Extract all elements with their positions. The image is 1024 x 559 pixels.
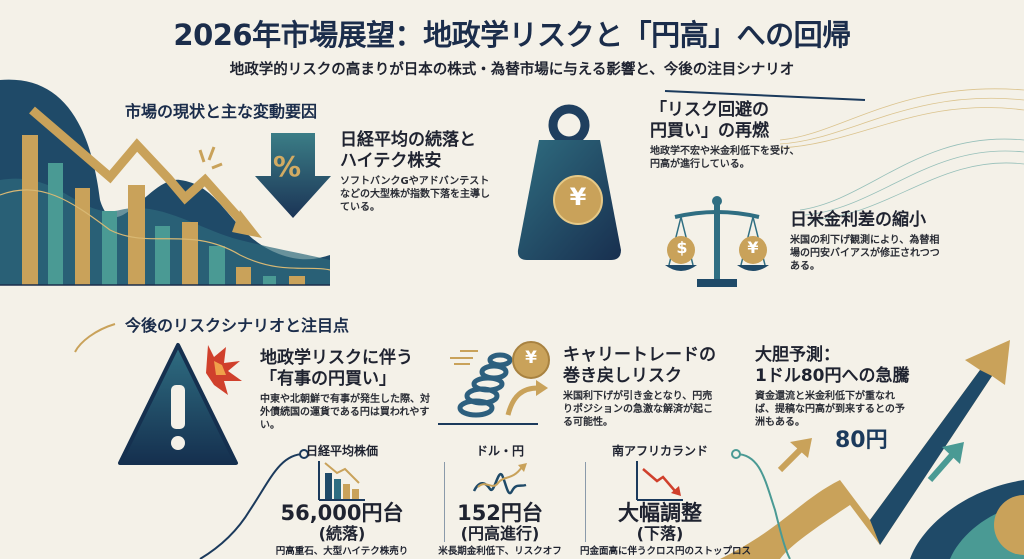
scenario-title-line1: キャリートレードの [563, 345, 716, 365]
yen-symbol: ¥ [569, 183, 587, 211]
yen-symbol-scale: ¥ [747, 238, 759, 257]
connector-curve-left [199, 449, 309, 559]
scenario-body: 資金還流と米金利低下が重なれば、提稿な円高が到来するとの予洲もある。 [755, 391, 905, 428]
info-title-line2: 円買い」の再燃 [650, 121, 769, 141]
stat-value: 56,000円台 [280, 501, 404, 525]
scenario-title-line2: 1ドル80円への急騰 [755, 366, 910, 386]
stat-label: 日経平均株価 [305, 444, 378, 458]
stat-divider [585, 462, 586, 542]
info-body: 米国の利下げ観測により、為替相場の円安バイアスが修正されつつある。 [790, 235, 940, 272]
stat-sub: (続落) [318, 524, 366, 543]
stat-label: 南アフリカランド [611, 444, 708, 458]
info-title-line1: 日米金利差の縮小 [790, 210, 926, 230]
page-subtitle: 地政学的リスクの高まりが日本の株式・為替市場に与える影響と、今後の注目シナリオ [229, 62, 795, 78]
info-block-rate-gap: 日米金利差の縮小 米国の利下げ観測により、為替相場の円安バイアスが修正されつつあ… [790, 210, 940, 273]
scenario-body: 中東や北朝鮮で有事が発生した際、対外債続国の運貨である円は買われやすい。 [260, 394, 430, 431]
section-heading-risk-scenarios: 今後のリスクシナリオと注目点 [125, 316, 350, 335]
stat-note: 円高重石、大型ハイテク株売り [275, 546, 409, 557]
dollar-symbol: $ [676, 238, 688, 257]
stat-value: 大幅調整 [618, 501, 702, 525]
stat-note: 米長期金利低下、リスクオフ [438, 546, 562, 557]
scenario-title-line1: 大胆予測： [755, 345, 840, 365]
decorative-wave-lines [664, 88, 1024, 221]
info-block-yen-buying: 「リスク回避の 円買い」の再燃 地政学不宏や米金利低下を受け、円高が進行している… [650, 100, 800, 171]
wave-line-chart-icon [472, 463, 527, 495]
info-body: ソフトバンクGやアドバンテストなどの大型株が指数下落を主導している。 [340, 176, 490, 213]
scenario-block-carry-unwind: キャリートレードの 巻き戻しリスク 米国利下げが引き金となり、円売りポジションの… [563, 345, 716, 429]
scenario-title-line1: 地政学リスクに伴う [260, 348, 413, 368]
connector-curve-right [731, 449, 791, 559]
stat-nikkei: 日経平均株価 56,000円台 (続落) 円高重石、大型ハイテク株売り [262, 442, 422, 557]
falling-market-chart-illustration [0, 79, 331, 286]
yen-coin-symbol: ¥ [525, 348, 537, 368]
scenario-title-line2: 「有事の円買い」 [260, 369, 396, 389]
page-title: 2026年市場展望：地政学リスクと「円高」への回帰 [173, 18, 851, 52]
section-divider-line [74, 319, 1024, 353]
info-title-line1: 日経平均の続落と [340, 130, 476, 150]
rising-arrows-icon [720, 340, 1024, 559]
line-chart-down-icon [636, 461, 683, 501]
forecast-highlight-value: 80円 [835, 428, 888, 453]
info-block-nikkei-decline: 日経平均の続落と ハイテク株安 ソフトバンクGやアドバンテストなどの大型株が指数… [340, 130, 490, 214]
yen-weight-icon [517, 104, 621, 260]
section-heading-current-market: 市場の現状と主な変動要因 [125, 102, 318, 121]
percent-down-arrow-icon [255, 133, 331, 218]
stat-note: 円金面高に伴うクロス円のストップロス [580, 546, 752, 557]
stat-divider [444, 462, 445, 542]
scenario-body: 米国利下げが引き金となり、円売りポジションの急激な解済が起こる可能性。 [563, 391, 713, 428]
stat-zar: 南アフリカランド 大幅調整 (下落) 円金面高に伴うクロス円のストップロス [580, 442, 752, 557]
info-title-line2: ハイテク株安 [340, 151, 442, 171]
info-title-line1: 「リスク回避の [650, 100, 769, 120]
stat-value: 152円台 [457, 501, 543, 525]
spring-coin-icon [438, 341, 550, 425]
percent-symbol: % [273, 150, 302, 183]
bar-chart-down-icon [318, 461, 365, 501]
stat-sub: (円高進行) [460, 524, 540, 543]
balance-scale-icon [665, 196, 769, 287]
stat-sub: (下落) [636, 524, 684, 543]
scenario-block-yen-buying-crisis: 地政学リスクに伴う 「有事の円買い」 中東や北朝鮮で有事が発生した際、対外債続国… [260, 348, 435, 432]
scenario-title-line2: 巻き戻しリスク [563, 366, 682, 386]
stat-usdjpy: ドル・円 152円台 (円高進行) 米長期金利低下、リスクオフ [420, 442, 580, 557]
warning-icon [118, 343, 242, 465]
stat-label: ドル・円 [475, 444, 524, 458]
info-body: 地政学不宏や米金利低下を受け、円高が進行している。 [650, 146, 800, 170]
scenario-block-bold-forecast: 大胆予測： 1ドル80円への急騰 資金還流と米金利低下が重なれば、提稿な円高が到… [755, 345, 925, 429]
